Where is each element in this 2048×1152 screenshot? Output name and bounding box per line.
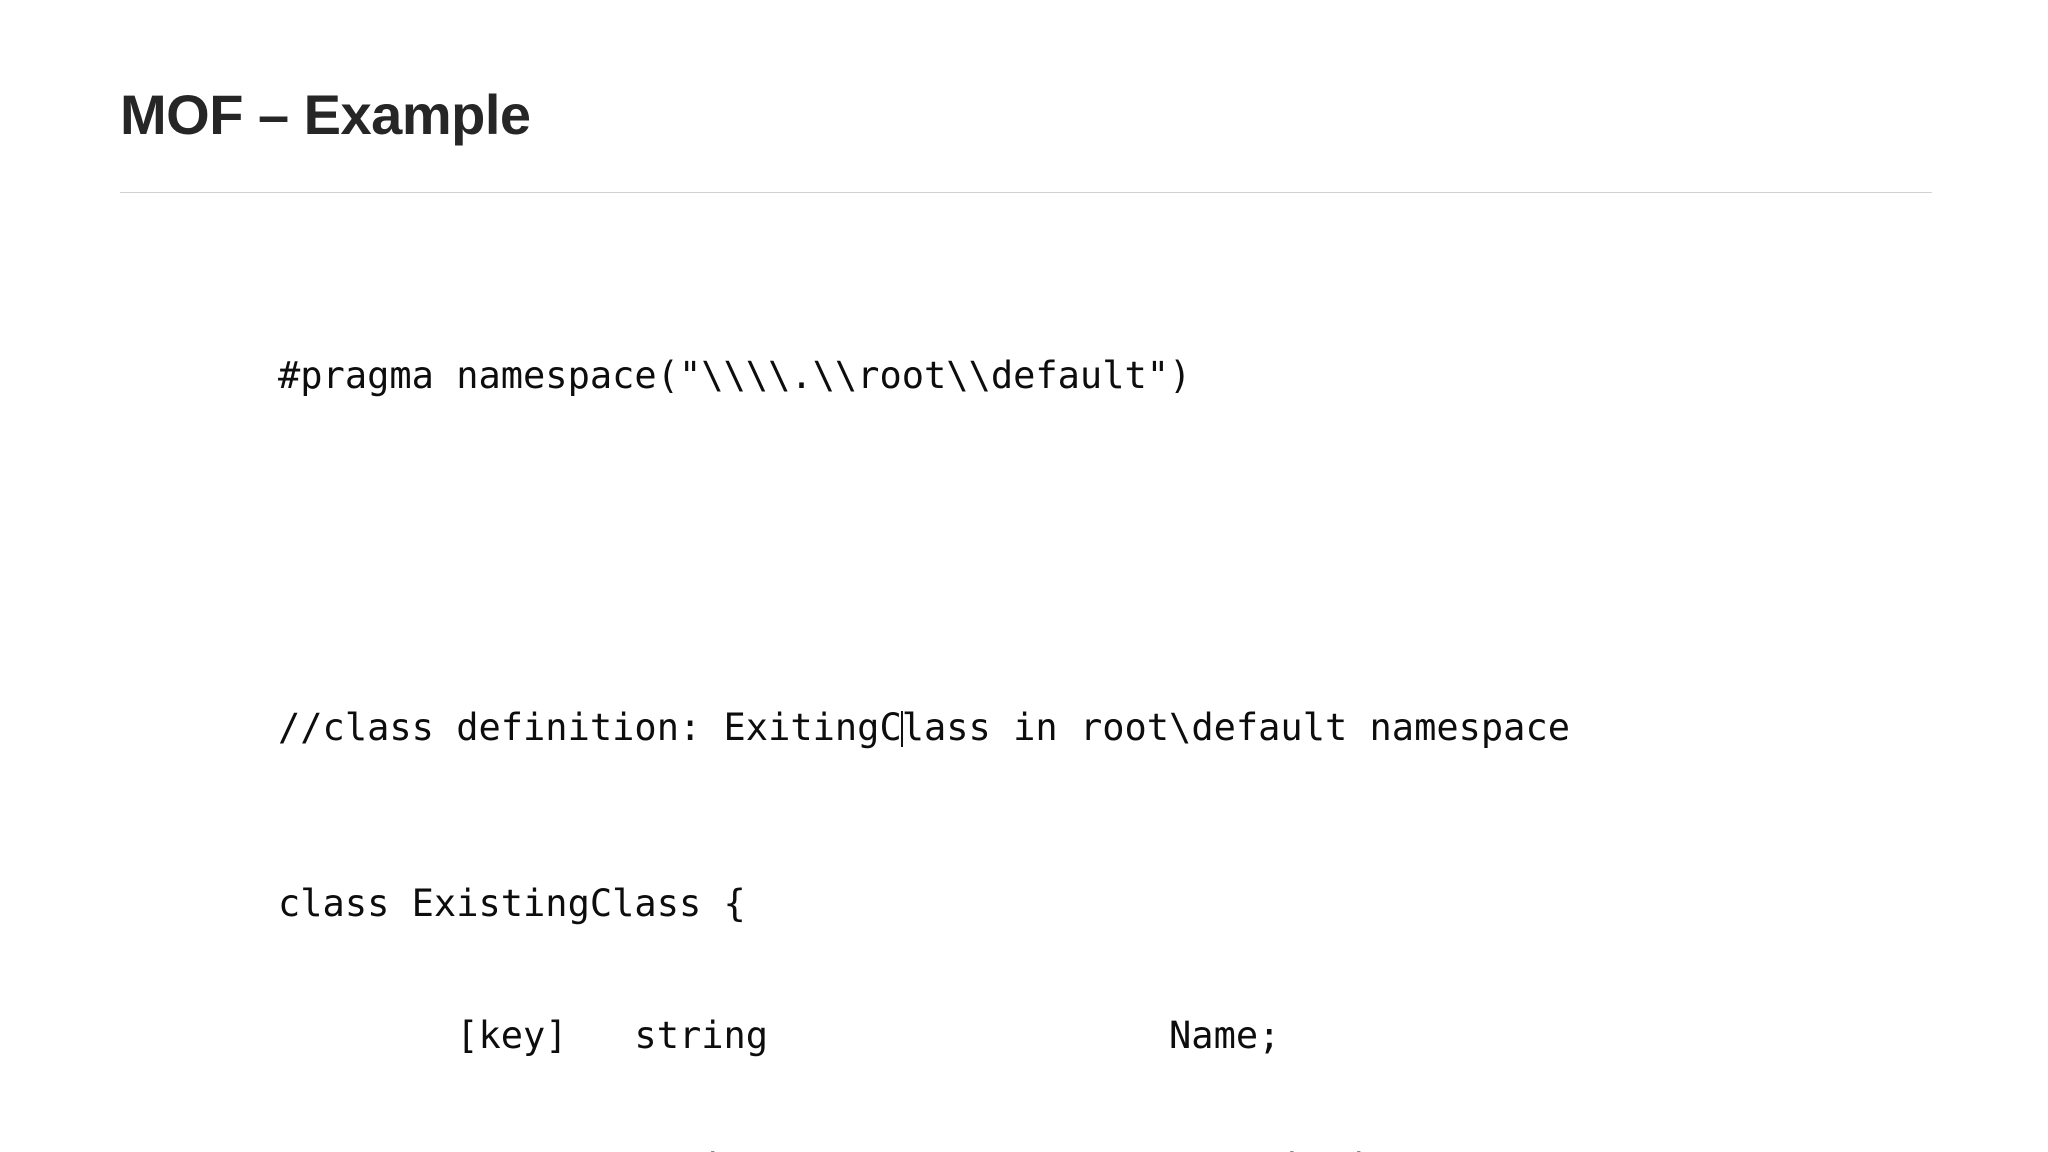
code-caret-suffix: lass in root\default namespace bbox=[901, 706, 1571, 749]
text-caret-icon bbox=[900, 711, 903, 747]
code-block: #pragma namespace("\\\\.\\root\\default"… bbox=[278, 222, 1570, 1152]
title-area: MOF – Example bbox=[120, 84, 1940, 146]
code-line: class ExistingClass { bbox=[278, 882, 746, 925]
page-title: MOF – Example bbox=[120, 83, 531, 146]
code-line-with-caret: //class definition: ExitingClass in root… bbox=[278, 706, 1570, 750]
code-caret-prefix: //class definition: ExitingC bbox=[278, 706, 902, 749]
code-line: #pragma namespace("\\\\.\\root\\default"… bbox=[278, 354, 1192, 397]
code-line: string Description; bbox=[278, 1146, 1570, 1152]
code-line-blank bbox=[278, 486, 1570, 530]
footer: FireEye® Copyright © 2015, FireEye, Inc.… bbox=[0, 1058, 2048, 1152]
code-line: [key] string Name; bbox=[278, 1014, 1281, 1057]
title-divider bbox=[120, 192, 1932, 193]
